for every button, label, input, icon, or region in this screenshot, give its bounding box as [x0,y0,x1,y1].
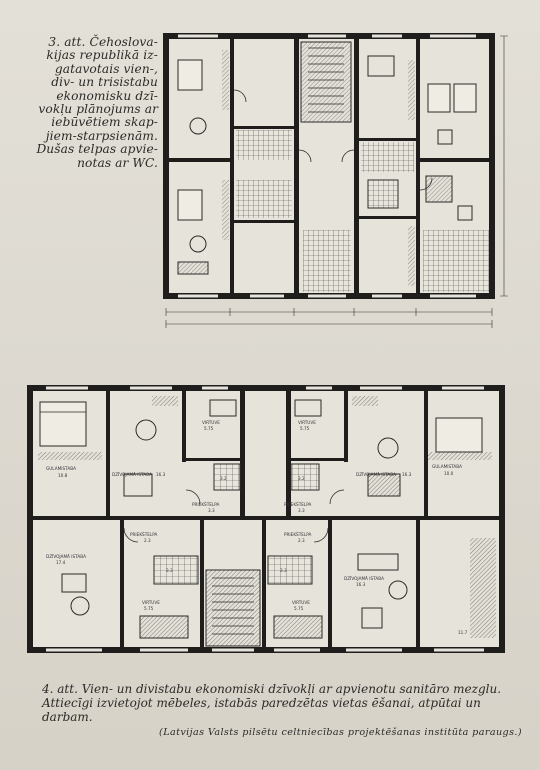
label-living-bl: DZĪVOJAMĀ ISTABA [46,554,86,559]
figure-3-caption-line-1: kijas republikā iz- [46,48,158,63]
label-hall-br-area: 2.3 [298,538,305,543]
label-living-br: DZĪVOJAMĀ ISTABA [344,576,384,581]
label-kitchen-br: VIRTUVE [292,600,310,605]
plan-3-building [163,33,495,299]
label-kitchen-tl: VIRTUVE [202,420,220,425]
figure-3-caption-line-5: vokļu plānojums ar [38,102,158,117]
figure-3-caption-line-4: ekonomisku dzī- [56,88,158,103]
figure-3-caption-line-2: gatavotais vien-, [54,61,158,76]
label-hall-l: PRIEKŠTELPA [192,502,220,507]
figure-4-floor-plan: GULAMISTABA 10.8 DZĪVOJAMĀ ISTABA 16.3 V… [27,385,505,653]
label-bedroom-left: GULAMISTABA [46,466,76,471]
label-kitchen-tl-area: 5.75 [204,426,214,431]
label-hall-l-area: 3.3 [208,508,215,513]
label-living-br-area: 16.3 [356,582,366,587]
label-hall-r: PRIEKŠTELPA [284,502,312,507]
figure-4-caption-line-0: Vien- un divistabu ekonomiski dzīvokļi a… [81,682,502,696]
label-kitchen-tr-area: 5.75 [300,426,310,431]
label-hall-bl-area: 2.3 [144,538,151,543]
figure-3-caption-line-3: div- un trisistabu [51,75,158,90]
label-living-left-area: 16.3 [156,472,166,477]
label-bath-br: 3.3 [280,568,287,573]
label-hall-br: PRIEKŠTELPA [284,532,312,537]
figure-3-caption-line-9: notas ar WC. [77,155,158,170]
figure-3-label: 3. att. [48,35,86,49]
label-kitchen-bl-area: 5.75 [144,606,154,611]
label-living-bl-area: 17.4 [56,560,66,565]
label-kitchen-bl: VIRTUVE [142,600,160,605]
figure-4-label: 4. att. [42,682,78,696]
figure-3-caption-line-8: Dušas telpas apvie- [36,142,158,157]
label-living-right: DZĪVOJAMĀ ISTABA [356,472,396,477]
label-kitchen-tr: VIRTUVE [298,420,316,425]
label-bath-r: 3.2 [298,476,305,481]
figure-3-caption-line-7: jiem-starpsienām. [45,128,158,143]
label-bedroom-right: GULAMISTABA [432,464,462,469]
plan-4-room-labels: GULAMISTABA 10.8 DZĪVOJAMĀ ISTABA 16.3 V… [46,420,468,635]
label-kitchen-br-area: 5.75 [294,606,304,611]
label-living-left: DZĪVOJAMĀ ISTABA [112,472,152,477]
label-bedroom-right-area: 10.0 [444,471,454,476]
figure-4-source: (Latvijas Valsts pilsētu celtniecības pr… [159,727,522,738]
plan-3-dimensions [165,35,508,328]
label-living-right-area: 16.3 [402,472,412,477]
label-hall-bl: PRIEKŠTELPA [130,532,158,537]
label-bath-l: 3.2 [220,476,227,481]
label-small-br-area: 11.7 [458,630,468,635]
figure-3-caption: 3. att. Čehoslova- kijas republikā iz- g… [16,35,158,170]
figure-3-caption-line-6: iebūvētiem skap- [51,115,158,130]
figure-3-caption-line-0: Čehoslova- [89,35,158,49]
label-bedroom-left-area: 10.8 [58,473,68,478]
label-bath-bl: 3.3 [166,568,173,573]
figure-4-caption-line-1: Attiecīgi izvietojot mēbeles, istabās pa… [42,696,481,724]
figure-3-floor-plan [163,33,508,328]
label-hall-r-area: 3.3 [298,508,305,513]
plan-4-building [27,385,505,653]
figure-4-caption: 4. att. Vien- un divistabu ekonomiski dz… [42,682,522,740]
